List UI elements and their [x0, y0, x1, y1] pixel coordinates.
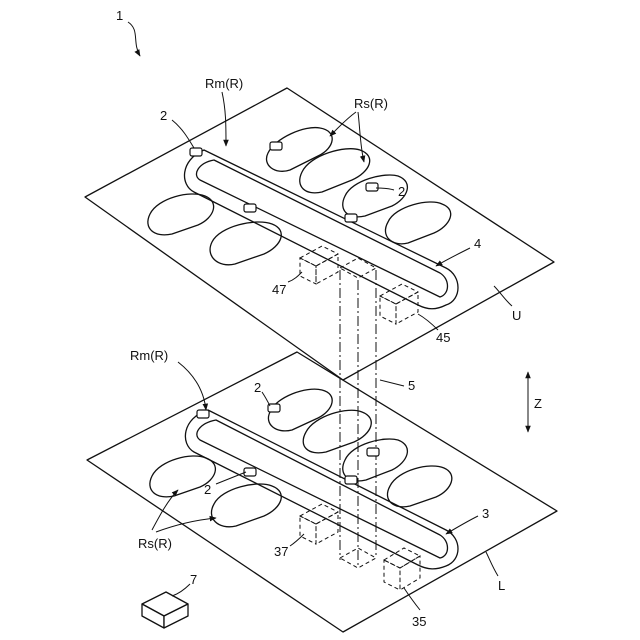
upper-sub-loop-4 [385, 202, 450, 244]
lower-box-35 [384, 548, 420, 590]
label-lower-main-loop: Rm(R) [130, 348, 168, 363]
label-upper-sheet-ref: 4 [474, 236, 481, 251]
connector-column [340, 258, 376, 568]
upper-sub-loop-6 [210, 222, 281, 265]
leader-lower-node-b [216, 472, 246, 484]
upper-node-pad-1 [190, 148, 202, 156]
upper-sub-loop-5 [148, 194, 214, 235]
upper-node-pad-4 [244, 204, 256, 212]
label-device: 7 [190, 572, 197, 587]
lower-plate [87, 352, 557, 632]
label-axis: Z [534, 396, 542, 411]
label-lower-box-35: 35 [412, 614, 426, 629]
label-upper-main-loop: Rm(R) [205, 76, 243, 91]
leader-upper-sheet [436, 248, 470, 266]
leader-upper-main-loop [222, 92, 226, 146]
leader-figure-ref [128, 22, 140, 56]
leader-upper-node-b [376, 188, 394, 190]
label-lower-sub-loops: Rs(R) [138, 536, 172, 551]
lower-node-pad-1 [197, 410, 209, 418]
upper-box-45 [380, 284, 418, 324]
upper-plate [85, 88, 554, 380]
device-7-box [142, 592, 188, 628]
upper-sub-loop-2 [300, 149, 370, 193]
label-upper-node-a: 2 [160, 108, 167, 123]
upper-node-pad-2 [270, 142, 282, 150]
label-upper-box-47: 47 [272, 282, 286, 297]
leader-device-7 [172, 584, 190, 596]
label-upper-box-45: 45 [436, 330, 450, 345]
lower-main-loop [185, 410, 458, 569]
upper-layer [85, 88, 554, 380]
upper-main-loop-inner [196, 160, 447, 297]
label-lower-layer: L [498, 578, 505, 593]
leader-lower-box-37 [290, 534, 304, 546]
leader-upper-layer [494, 286, 512, 306]
leader-connector [380, 380, 404, 386]
label-lower-node-b: 2 [204, 482, 211, 497]
lower-sub-loop-2 [303, 410, 371, 453]
leader-lower-main-loop [178, 362, 206, 410]
label-connector: 5 [408, 378, 415, 393]
label-upper-sub-loops: Rs(R) [354, 96, 388, 111]
lower-sub-loop-4 [387, 466, 451, 507]
upper-node-pad-5 [345, 214, 357, 222]
label-lower-box-37: 37 [274, 544, 288, 559]
lower-box-37 [300, 504, 338, 544]
upper-box-47 [300, 246, 338, 284]
label-figure-ref: 1 [116, 8, 123, 23]
lower-sub-loop-3 [343, 439, 408, 481]
leader-lower-sheet [446, 516, 478, 534]
lower-node-pad-3 [367, 448, 379, 456]
label-upper-layer: U [512, 308, 521, 323]
leader-lower-node-a [262, 392, 270, 406]
upper-node-pad-3 [366, 183, 378, 191]
leader-upper-box-47 [288, 272, 302, 282]
leader-lower-layer [486, 552, 498, 576]
label-lower-node-a: 2 [254, 380, 261, 395]
lower-node-pad-5 [345, 476, 357, 484]
leader-lower-box-35 [404, 588, 420, 610]
leader-upper-box-45 [418, 314, 438, 330]
label-lower-sheet-ref: 3 [482, 506, 489, 521]
leader-lower-sub-2 [156, 518, 216, 532]
label-upper-node-b: 2 [398, 184, 405, 199]
lower-layer [87, 352, 557, 632]
